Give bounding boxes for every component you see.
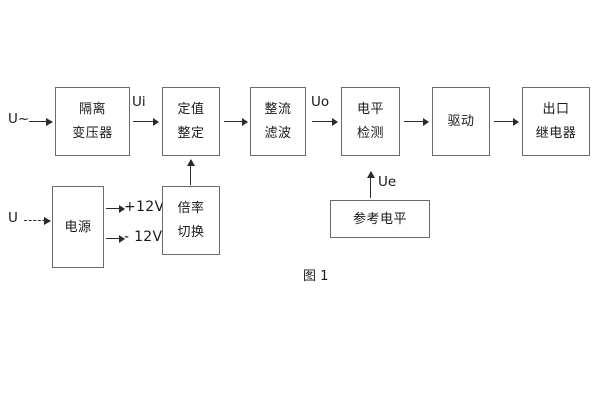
- rail-label-negative: - 12V: [124, 229, 163, 245]
- block-output-relay: 出口 继电器: [522, 87, 590, 156]
- block-isolation-transformer: 隔离 变压器: [55, 87, 130, 156]
- block-line-2: 切换: [177, 225, 205, 240]
- arrow-setpoint-adjust-to-rectifier-filter: [224, 121, 247, 123]
- block-line-1: 电平: [356, 102, 384, 117]
- arrow-input-to-isolation-transformer: [29, 121, 52, 123]
- signal-label-ue: Ue: [378, 174, 397, 190]
- block-rectifier-filter: 整流 滤波: [250, 87, 306, 156]
- block-driver: 驱动: [432, 87, 490, 156]
- block-setpoint-adjust: 定值 整定: [162, 87, 220, 156]
- signal-label-ui: Ui: [132, 94, 146, 110]
- block-line-2: 滤波: [264, 126, 292, 141]
- block-line-1: 隔离: [78, 102, 106, 117]
- arrow-rail-negative: [106, 238, 124, 240]
- rail-label-positive: +12V: [124, 199, 165, 215]
- block-level-detect: 电平 检测: [341, 87, 400, 156]
- arrow-driver-to-output-relay: [494, 121, 518, 123]
- arrow-reference-level-to-level-detect: [370, 172, 372, 198]
- arrow-input-to-power-supply: [24, 220, 50, 221]
- block-line-1: 倍率: [177, 201, 205, 216]
- arrow-rectifier-filter-to-level-detect: [312, 121, 337, 123]
- block-line-1: 电源: [64, 219, 92, 235]
- arrow-isolation-transformer-to-setpoint-adjust: [133, 121, 158, 123]
- signal-label-uo: Uo: [311, 94, 330, 110]
- arrow-level-detect-to-driver: [404, 121, 428, 123]
- block-line-1: 驱动: [447, 114, 475, 129]
- block-line-1: 参考电平: [352, 211, 407, 227]
- figure-caption: 图 1: [303, 269, 329, 284]
- block-power-supply: 电源: [52, 186, 104, 268]
- block-line-2: 继电器: [535, 126, 577, 141]
- arrow-rail-positive: [106, 208, 124, 210]
- block-multiplier-switch: 倍率 切换: [162, 186, 220, 255]
- block-reference-level: 参考电平: [330, 200, 430, 238]
- arrow-multiplier-switch-to-setpoint-adjust: [190, 160, 192, 185]
- input-label-dc: U: [8, 210, 18, 226]
- input-label-ac: U~: [8, 111, 30, 127]
- block-line-1: 定值: [177, 102, 205, 117]
- block-line-1: 整流: [264, 102, 292, 117]
- block-line-2: 整定: [177, 126, 205, 141]
- block-line-1: 出口: [542, 102, 570, 117]
- block-line-2: 检测: [356, 126, 384, 141]
- block-line-2: 变压器: [72, 126, 113, 141]
